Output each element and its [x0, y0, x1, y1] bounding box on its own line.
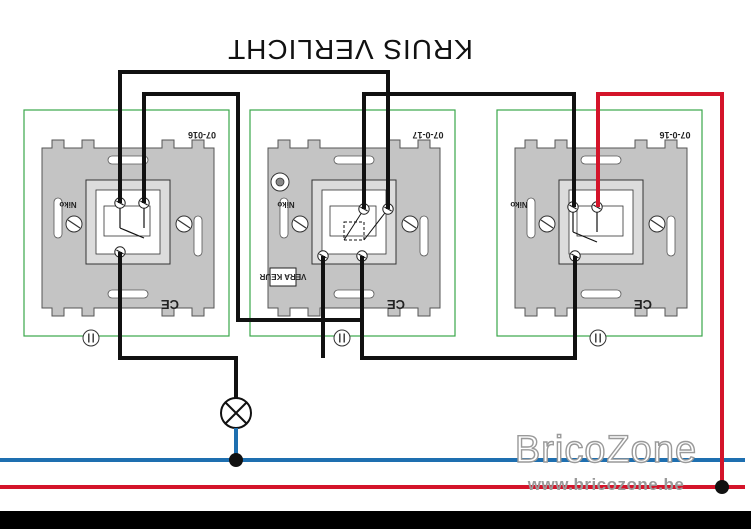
switch-right: 07-0-16 Niko CE — [496, 109, 703, 347]
switch-right-code: 07-0-16 — [659, 130, 690, 140]
switch-middle-code: 07-0-17 — [412, 130, 443, 140]
switch-left-ce-mark: CE — [161, 297, 179, 312]
switch-middle: 07-0-17 Niko VERA KEUR CE — [249, 109, 456, 347]
bottom-border — [0, 511, 751, 529]
diagram-title: KRUIS VERLICHT — [227, 34, 473, 65]
traveller-wires — [118, 70, 577, 398]
watermark-url: www.bricozone.be — [527, 475, 685, 494]
switch-left-brand: Niko — [59, 200, 76, 209]
phase-wire — [0, 92, 745, 489]
vera-keur-label-text: VERA KEUR — [259, 272, 306, 281]
watermark-title: BricoZone — [515, 429, 697, 471]
switch-left: 07-016 Niko CE — [23, 109, 230, 347]
switch-right-brand: Niko — [510, 200, 527, 209]
lamp-symbol — [220, 397, 252, 429]
switch-middle-brand: Niko — [277, 200, 294, 209]
vera-keur-label: VERA KEUR — [259, 267, 306, 287]
switch-left-code: 07-016 — [188, 130, 216, 140]
phase-junction — [715, 480, 729, 494]
neutral-junction — [229, 453, 243, 467]
switch-right-ce-mark: CE — [634, 297, 652, 312]
switch-middle-ce-mark: CE — [387, 297, 405, 312]
